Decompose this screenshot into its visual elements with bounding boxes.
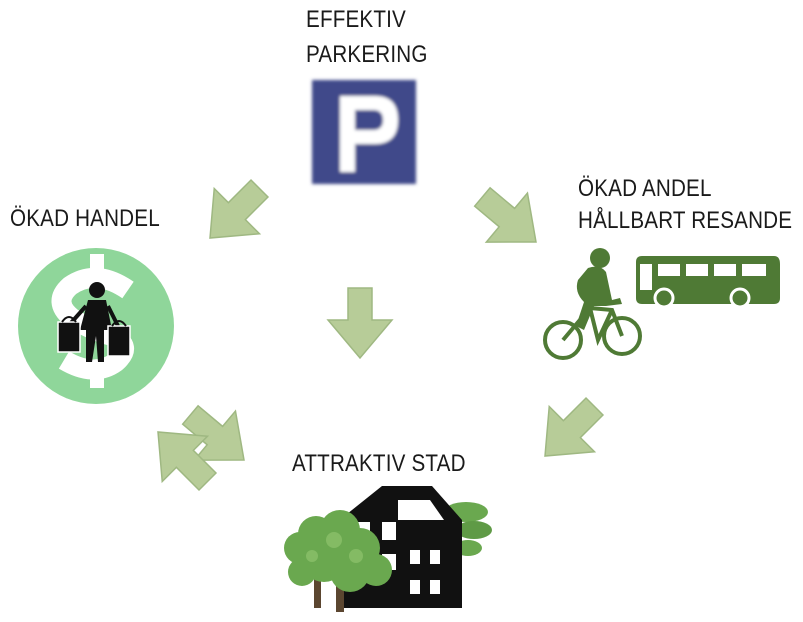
label-sustainable-line2: HÅLLBART RESANDE bbox=[578, 207, 793, 234]
arrow-parking-to-sustainable bbox=[461, 171, 558, 268]
cyclist-and-bus-icon bbox=[543, 248, 780, 360]
house-with-trees-icon bbox=[284, 486, 492, 612]
label-parking-line1: EFFEKTIV bbox=[306, 6, 407, 33]
parking-sign-icon bbox=[312, 80, 416, 184]
label-parking-line2: PARKERING bbox=[306, 41, 428, 68]
arrow-parking-to-trade bbox=[186, 165, 283, 262]
shopper-dollar-icon bbox=[18, 248, 174, 404]
arrow-sustainable-to-city bbox=[521, 383, 618, 480]
label-city: ATTRAKTIV STAD bbox=[292, 450, 466, 477]
label-sustainable-line1: ÖKAD ANDEL bbox=[578, 175, 712, 202]
arrow-parking-to-city bbox=[327, 287, 393, 359]
label-trade: ÖKAD HANDEL bbox=[10, 205, 160, 232]
